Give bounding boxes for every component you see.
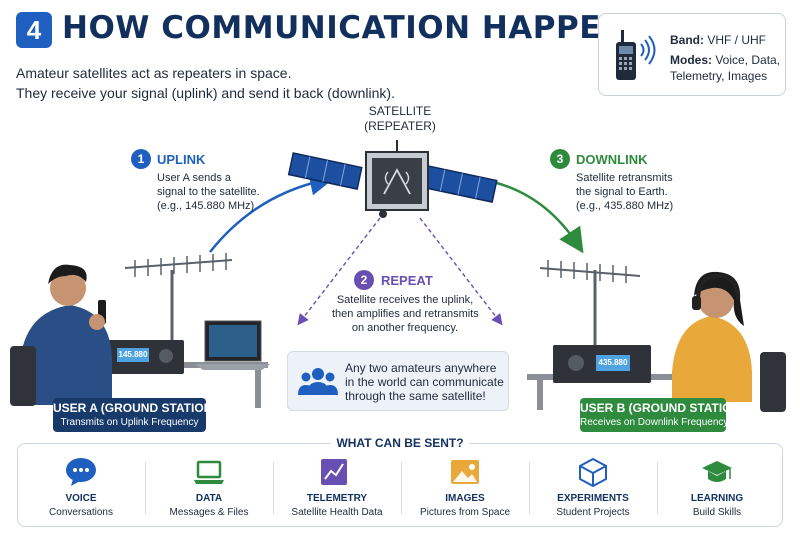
band-info-box: Band: VHF / UHF Modes: Voice, Data, Tele… (598, 13, 786, 96)
send-item-experiments: EXPERIMENTS Student Projects (529, 455, 657, 523)
satellite-title-line-2: (REPEATER) (364, 119, 436, 133)
satellite-title-line-1: SATELLITE (368, 104, 432, 118)
send-item-voice: VOICE Conversations (17, 455, 145, 523)
send-item-learning: LEARNING Build Skills (653, 455, 781, 523)
send-item-data: DATA Messages & Files (145, 455, 273, 523)
downlink-arrow (492, 180, 584, 254)
uplink-desc-line-3: (e.g., 145.880 MHz) (157, 200, 255, 212)
divider-4 (529, 462, 530, 514)
send-label-experiments: EXPERIMENTS (557, 493, 629, 504)
divider-1 (145, 462, 146, 514)
send-item-telemetry: TELEMETRY Satellite Health Data (273, 455, 401, 523)
center-note-line-3: through the same satellite! (345, 389, 486, 403)
step-desc-uplink: User A sends a signal to the satellite. … (157, 171, 260, 213)
page-title: HOW COMMUNICATION HAPPENS (62, 10, 651, 46)
send-label-images: IMAGES (445, 493, 485, 504)
modes-label: Modes: (670, 53, 712, 67)
station-b-title: USER B (GROUND STATION) (580, 401, 745, 415)
telemetry-chart-icon (321, 459, 347, 485)
step-number-1: 1 (131, 149, 151, 169)
station-a-title: USER A (GROUND STATION) (53, 401, 217, 415)
intro-line-1: Amateur satellites act as repeaters in s… (16, 65, 292, 81)
repeat-arrow-left (297, 217, 381, 326)
send-desc-data: Messages & Files (169, 507, 249, 518)
divider-3 (401, 462, 402, 514)
image-icon (451, 460, 479, 484)
center-note-line-2: in the world can communicate (345, 375, 504, 389)
band-label: Band: (670, 33, 704, 47)
center-note-box: Any two amateurs anywhere in the world c… (287, 351, 509, 411)
send-desc-images: Pictures from Space (419, 507, 511, 518)
band-info-text: Band: VHF / UHF Modes: Voice, Data, Tele… (670, 32, 780, 84)
what-can-be-sent-title: WHAT CAN BE SENT? (330, 436, 470, 450)
send-label-data: DATA (195, 493, 223, 504)
handheld-radio-icon (616, 30, 656, 80)
step-title-downlink: DOWNLINK (576, 152, 648, 167)
send-label-voice: VOICE (65, 493, 97, 504)
speech-bubble-icon (66, 458, 96, 486)
cube-icon (579, 457, 607, 487)
step-desc-downlink: Satellite retransmits the signal to Eart… (576, 171, 673, 213)
step-number-3: 3 (550, 149, 570, 169)
divider-5 (657, 462, 658, 514)
station-b-subtitle: Receives on Downlink Frequency (580, 417, 729, 428)
modes-value-1: Voice, Data, (715, 53, 781, 67)
band-value: VHF / UHF (707, 33, 767, 47)
uplink-desc-line-1: User A sends a (157, 172, 231, 184)
satellite-title: SATELLITE (REPEATER) (340, 104, 460, 134)
uplink-desc-line-2: signal to the satellite. (157, 186, 260, 198)
people-group-icon (298, 368, 338, 395)
intro-line-2: They receive your signal (uplink) and se… (16, 85, 395, 101)
send-desc-experiments: Student Projects (556, 507, 630, 518)
radio-a-display: 145.880 (118, 350, 148, 359)
station-a-label: USER A (GROUND STATION) Transmits on Upl… (53, 398, 217, 432)
downlink-desc-line-1: Satellite retransmits (576, 172, 673, 184)
center-note-line-1: Any two amateurs anywhere (345, 361, 497, 375)
step-title-uplink: UPLINK (157, 152, 206, 167)
send-desc-telemetry: Satellite Health Data (291, 507, 383, 518)
station-b-label: USER B (GROUND STATION) Receives on Down… (580, 398, 745, 432)
downlink-desc-line-3: (e.g., 435.880 MHz) (576, 200, 674, 212)
downlink-desc-line-2: the signal to Earth. (576, 186, 668, 198)
repeat-desc-line-1: Satellite receives the uplink, (336, 294, 474, 306)
send-item-images: IMAGES Pictures from Space (401, 455, 529, 523)
send-desc-learning: Build Skills (692, 507, 742, 518)
repeat-desc-line-3: on another frequency. (351, 322, 459, 334)
laptop-icon (194, 460, 224, 484)
uplink-arrow (209, 170, 335, 253)
graduation-cap-icon (702, 461, 732, 482)
step-number-2: 2 (354, 270, 374, 290)
section-number-badge: 4 (16, 12, 52, 48)
send-label-learning: LEARNING (690, 493, 744, 504)
send-desc-voice: Conversations (49, 507, 113, 518)
ground-station-b-illustration (527, 260, 786, 412)
station-a-subtitle: Transmits on Uplink Frequency (60, 417, 199, 428)
radio-b-display: 435.880 (598, 358, 628, 367)
modes-value-2: Telemetry, Images (670, 69, 768, 83)
intro-text: Amateur satellites act as repeaters in s… (16, 63, 395, 103)
divider-2 (273, 462, 274, 514)
repeat-desc-line-2: then amplifies and retransmits (332, 308, 479, 320)
center-note-text: Any two amateurs anywhere in the world c… (345, 361, 504, 403)
satellite-icon (287, 140, 498, 218)
ground-station-a-illustration (10, 253, 270, 408)
step-desc-repeat: Satellite receives the uplink, then ampl… (332, 293, 479, 335)
step-title-repeat: REPEAT (381, 273, 433, 288)
send-label-telemetry: TELEMETRY (306, 493, 368, 504)
repeat-arrow-right (419, 217, 503, 326)
